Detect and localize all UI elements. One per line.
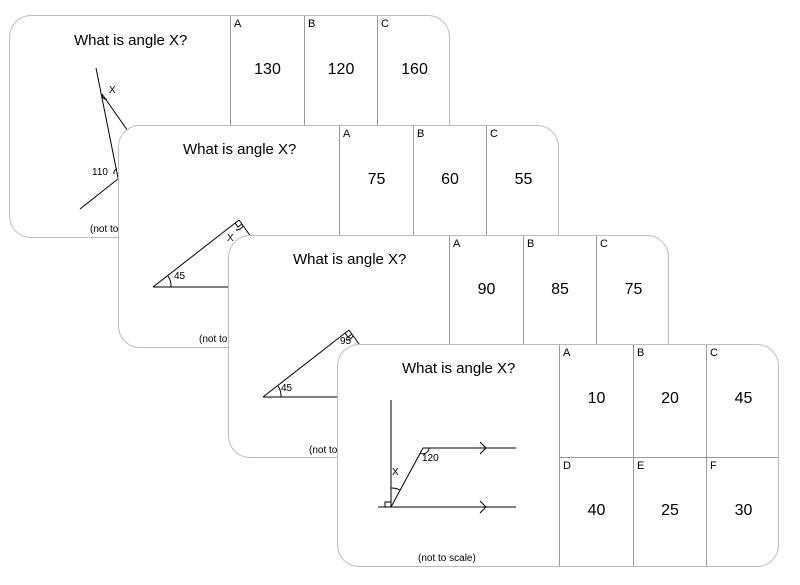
- option-value: 120: [327, 61, 355, 78]
- option-letter: C: [381, 18, 389, 30]
- angle-diagram: [378, 400, 516, 514]
- angle-arc: [167, 275, 172, 288]
- angle-arc: [345, 335, 354, 341]
- diagram-line: [152, 219, 240, 288]
- angle-arc: [419, 447, 430, 455]
- diagram-line: [95, 67, 119, 179]
- option-letter: A: [453, 238, 461, 250]
- angle-arc: [235, 225, 244, 231]
- option-value: 75: [624, 281, 643, 298]
- option-value: 55: [514, 171, 533, 188]
- option-value: 160: [401, 61, 428, 78]
- angle-label: X: [227, 233, 234, 244]
- question-card-4: What is angle X? X 120 (not to scale) A …: [337, 344, 779, 567]
- option-value: 45: [734, 390, 753, 407]
- option-letter: C: [710, 347, 718, 359]
- diagram-line: [262, 329, 350, 398]
- option-e[interactable]: E 25: [633, 457, 706, 566]
- option-letter: B: [637, 347, 645, 359]
- angle-label: 120: [422, 453, 439, 464]
- option-letter: E: [637, 460, 645, 472]
- option-letter: A: [343, 128, 351, 140]
- option-value: 10: [587, 390, 606, 407]
- option-letter: B: [308, 18, 316, 30]
- diagram-line: [390, 447, 424, 508]
- option-c[interactable]: C 45: [706, 345, 778, 457]
- angle-arc: [101, 94, 108, 100]
- diagram-line: [101, 93, 131, 135]
- angle-arc: [277, 385, 282, 398]
- option-letter: A: [234, 18, 242, 30]
- option-value: 20: [661, 390, 679, 407]
- option-value: 90: [477, 281, 496, 298]
- option-letter: B: [417, 128, 425, 140]
- angle-arc: [390, 487, 401, 491]
- option-letter: B: [527, 238, 535, 250]
- option-a[interactable]: A 10: [559, 345, 633, 457]
- angle-label: X: [109, 85, 116, 96]
- option-letter: C: [490, 128, 498, 140]
- angle-label: 95: [340, 336, 352, 347]
- question-text: What is angle X?: [183, 141, 297, 158]
- parallel-arrow: [479, 441, 487, 455]
- question-text: What is angle X?: [402, 360, 516, 377]
- right-angle-mark: [344, 332, 353, 338]
- option-value: 75: [367, 171, 386, 188]
- option-value: 25: [661, 502, 679, 519]
- option-value: 85: [551, 281, 569, 298]
- option-letter: F: [710, 460, 717, 472]
- angle-label: X: [392, 467, 399, 478]
- not-to-scale-note: (not to scale): [418, 553, 476, 564]
- option-letter: A: [563, 347, 571, 359]
- right-angle-mark: [234, 222, 243, 228]
- parallel-arrow: [479, 500, 487, 514]
- not-to-scale-note: (not to scale): [199, 334, 257, 345]
- option-b[interactable]: B 20: [633, 345, 706, 457]
- option-letter: C: [600, 238, 608, 250]
- option-f[interactable]: F 30: [706, 457, 778, 566]
- question-text: What is angle X?: [293, 251, 407, 268]
- angle-label: 45: [174, 271, 186, 282]
- right-angle-mark: [384, 501, 391, 507]
- option-letter: D: [563, 460, 571, 472]
- angle-label: 110: [92, 167, 108, 178]
- option-value: 30: [734, 502, 753, 519]
- angle-label: 45: [281, 383, 293, 394]
- option-d[interactable]: D 40: [559, 457, 633, 566]
- question-text: What is angle X?: [74, 32, 188, 49]
- angle-arc: [113, 168, 118, 175]
- option-value: 60: [441, 171, 459, 188]
- option-value: 40: [587, 502, 606, 519]
- option-value: 130: [254, 61, 281, 78]
